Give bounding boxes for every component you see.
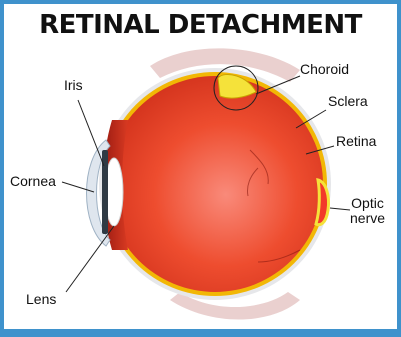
- label-retina: Retina: [336, 134, 376, 149]
- optic-leader: [330, 208, 350, 210]
- lens-leader: [66, 226, 114, 292]
- eyeball-interior: [107, 76, 323, 292]
- label-sclera: Sclera: [328, 94, 368, 109]
- label-cornea: Cornea: [10, 174, 56, 189]
- label-optic-nerve: Optic nerve: [350, 196, 385, 226]
- label-lens: Lens: [26, 292, 56, 307]
- iris-leader: [78, 100, 104, 166]
- label-iris: Iris: [64, 78, 83, 93]
- label-optic-line2: nerve: [350, 211, 385, 226]
- optic-nerve: [316, 180, 329, 225]
- label-optic-line1: Optic: [350, 196, 385, 211]
- label-choroid: Choroid: [300, 62, 349, 77]
